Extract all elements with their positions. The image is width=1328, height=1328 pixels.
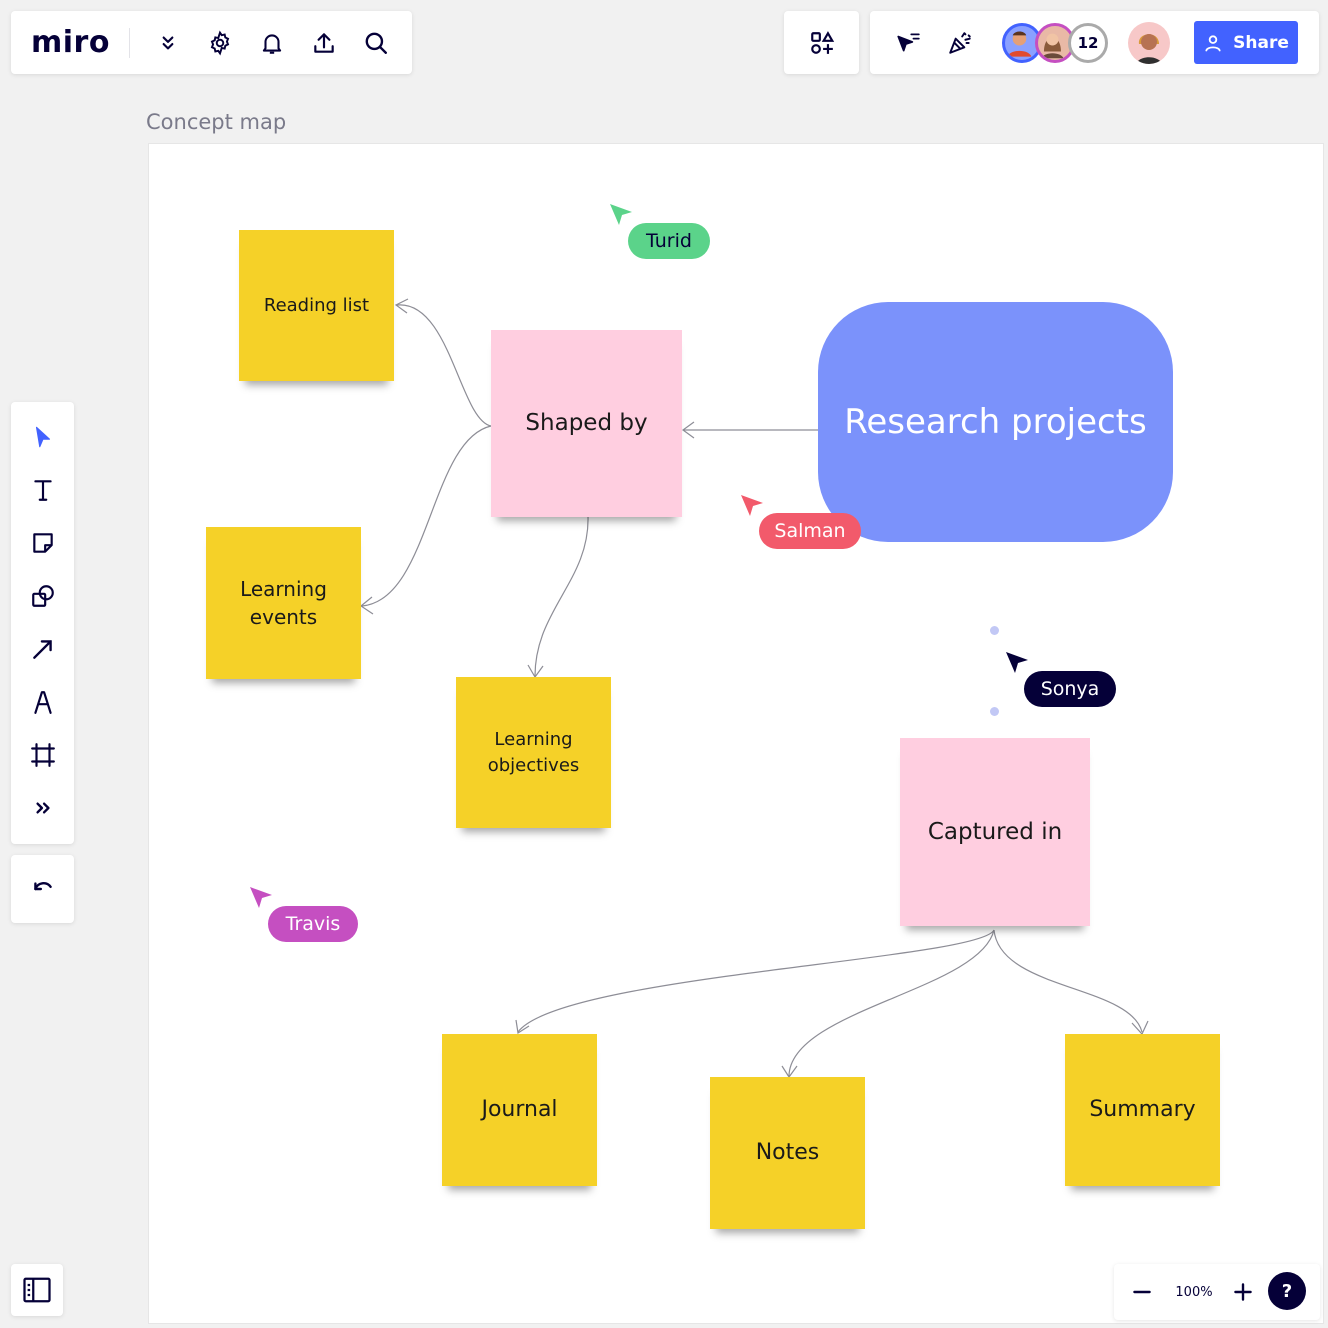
- celebrate-button[interactable]: [934, 17, 986, 69]
- party-popper-icon: [949, 31, 971, 54]
- apps-panel: [784, 11, 859, 74]
- sticky-note-tool[interactable]: [17, 516, 69, 569]
- minus-icon: [1133, 1290, 1151, 1294]
- person-avatar-icon: [1136, 34, 1162, 64]
- pen-icon: [33, 690, 52, 714]
- selection-handle[interactable]: [990, 707, 999, 716]
- sticky-summary[interactable]: Summary: [1065, 1034, 1220, 1186]
- more-tools-button[interactable]: [17, 781, 69, 834]
- share-button-label: Share: [1233, 32, 1289, 53]
- settings-button[interactable]: [194, 17, 246, 69]
- select-tool[interactable]: [17, 410, 69, 463]
- undo-icon: [33, 882, 52, 891]
- gear-icon: [210, 30, 230, 55]
- pointer-lines-icon: [897, 32, 920, 51]
- shapes-icon: [31, 584, 54, 607]
- text-tool[interactable]: [17, 463, 69, 516]
- sticky-notes[interactable]: Notes: [710, 1077, 865, 1229]
- cursor-arrow-icon: [741, 495, 763, 516]
- miro-logo[interactable]: miro: [31, 25, 110, 60]
- person-avatar-icon: [1041, 33, 1064, 58]
- sticky-note-icon: [32, 532, 53, 553]
- board-menu-button[interactable]: [142, 17, 194, 69]
- cursor-label-sonya: Sonya: [1024, 671, 1116, 707]
- export-button[interactable]: [298, 17, 350, 69]
- sticky-reading-list[interactable]: Reading list: [239, 230, 394, 381]
- cursor-label-travis: Travis: [268, 906, 358, 942]
- zoom-in-button[interactable]: [1218, 1266, 1268, 1318]
- bell-icon: [262, 33, 282, 54]
- cursor-label-salman: Salman: [759, 513, 861, 549]
- selection-handle[interactable]: [990, 626, 999, 635]
- board-title: Concept map: [146, 110, 287, 134]
- my-avatar[interactable]: [1128, 22, 1170, 64]
- zoom-out-button[interactable]: [1114, 1266, 1170, 1318]
- pen-tool[interactable]: [17, 675, 69, 728]
- cursor-arrow-icon: [1006, 652, 1028, 673]
- tool-palette: [11, 402, 74, 844]
- sticky-learning-events[interactable]: Learning events: [206, 527, 361, 679]
- text-icon: [33, 479, 52, 501]
- cursor-arrow-icon: [610, 204, 632, 225]
- cursor-tracking-button[interactable]: [882, 17, 934, 69]
- zoom-controls: 100% ?: [1114, 1264, 1320, 1320]
- cursor-arrow-icon: [250, 887, 272, 908]
- person-icon: [1205, 34, 1221, 51]
- frame-tool[interactable]: [17, 728, 69, 781]
- sticky-captured-in[interactable]: Captured in: [900, 738, 1090, 926]
- research-projects-shape[interactable]: Research projects: [818, 302, 1173, 542]
- chevron-double-right-icon: [35, 801, 50, 814]
- connection-line-tool[interactable]: [17, 622, 69, 675]
- undo-button[interactable]: [17, 863, 69, 915]
- arrow-icon: [32, 639, 52, 659]
- toggle-frames-panel-button[interactable]: [11, 1264, 63, 1316]
- chevron-double-down-icon: [162, 36, 174, 49]
- cursor-label-turid: Turid: [628, 223, 710, 259]
- notifications-button[interactable]: [246, 17, 298, 69]
- zoom-level[interactable]: 100%: [1175, 1284, 1213, 1300]
- pointer-icon: [35, 426, 50, 447]
- help-button[interactable]: ?: [1268, 1272, 1306, 1310]
- toolbar-divider: [129, 27, 130, 58]
- plus-icon: [1234, 1283, 1252, 1301]
- undo-panel: [11, 855, 74, 923]
- person-avatar-icon: [1007, 31, 1032, 57]
- sidebar-panel-icon: [23, 1277, 51, 1303]
- search-button[interactable]: [350, 17, 402, 69]
- collaboration-toolbar: 12 Share: [870, 11, 1319, 74]
- frame-icon: [30, 742, 55, 767]
- sticky-journal[interactable]: Journal: [442, 1034, 597, 1186]
- collaborator-avatars[interactable]: 12: [1002, 21, 1112, 65]
- main-toolbar: miro: [11, 11, 412, 74]
- sticky-learning-objectives[interactable]: Learning objectives: [456, 677, 611, 828]
- share-button[interactable]: Share: [1194, 21, 1298, 64]
- sticky-shaped-by[interactable]: Shaped by: [491, 330, 682, 517]
- search-icon: [365, 32, 387, 54]
- apps-shapes-icon: [810, 30, 834, 54]
- shapes-tool[interactable]: [17, 569, 69, 622]
- collaborator-count[interactable]: 12: [1068, 22, 1108, 63]
- upload-icon: [314, 32, 334, 53]
- apps-button[interactable]: [796, 17, 848, 69]
